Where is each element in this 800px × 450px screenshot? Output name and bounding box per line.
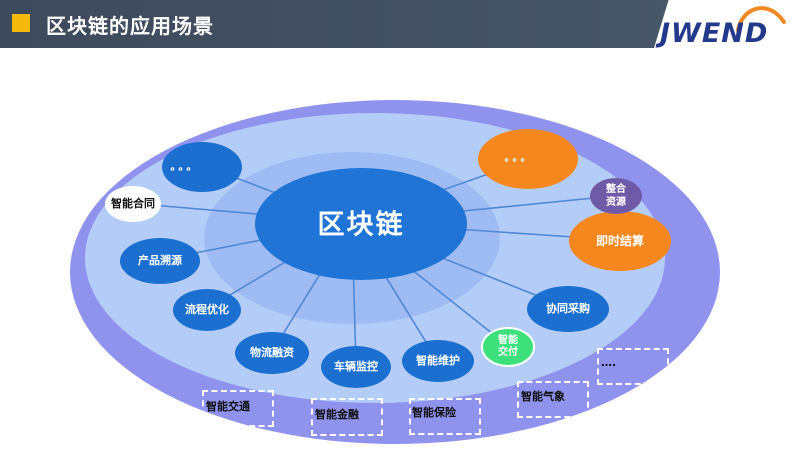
node-smart-contract (105, 186, 161, 222)
node-vehicle-monitor (321, 346, 391, 388)
node-label: 智能维护 (416, 354, 460, 367)
node-ellipsis-right (478, 129, 578, 189)
future-label: 智能金融 (315, 408, 359, 421)
future-box-weather (517, 381, 589, 418)
future-box-more (597, 348, 669, 385)
node-label: 物流融资 (250, 346, 294, 359)
node-label: 产品溯源 (138, 254, 182, 267)
node-smart-maintenance (402, 340, 474, 382)
node-collab-purchase (527, 286, 609, 332)
node-ellipsis-left (162, 142, 242, 192)
future-label: …. (601, 356, 617, 369)
future-box-finance (311, 398, 383, 436)
center-node (255, 168, 467, 280)
node-product-trace (120, 238, 200, 284)
node-label: 即时结算 (595, 234, 645, 248)
company-logo: JWEND (660, 18, 769, 49)
node-process-opt (173, 289, 241, 331)
node-label: 车辆监控 (334, 360, 378, 373)
node-label: 智能 交付 (498, 335, 518, 358)
node-label: 流程优化 (185, 303, 229, 316)
center-label: 区块链 (317, 209, 405, 241)
future-box-traffic (202, 390, 274, 427)
node-label: 整合 资源 (606, 184, 626, 208)
node-smart-delivery (481, 327, 535, 367)
node-label: 协同采购 (546, 302, 590, 315)
node-label: 智能合同 (111, 197, 155, 210)
future-label: 智能气象 (521, 390, 565, 403)
future-label: 智能交通 (206, 400, 250, 413)
future-label: 智能保险 (412, 406, 456, 419)
node-instant-settle (569, 211, 671, 271)
node-logistics-finance (235, 332, 309, 374)
page-title: 区块链的应用场景 (46, 14, 214, 38)
node-label: 。。。 (170, 162, 200, 173)
title-bullet-icon (12, 14, 30, 32)
future-box-insurance (409, 398, 481, 435)
logo-swoosh-icon (736, 6, 786, 32)
logo-panel (654, 0, 800, 48)
node-label: 。。。 (504, 153, 534, 164)
node-integrate-resources (590, 178, 642, 214)
